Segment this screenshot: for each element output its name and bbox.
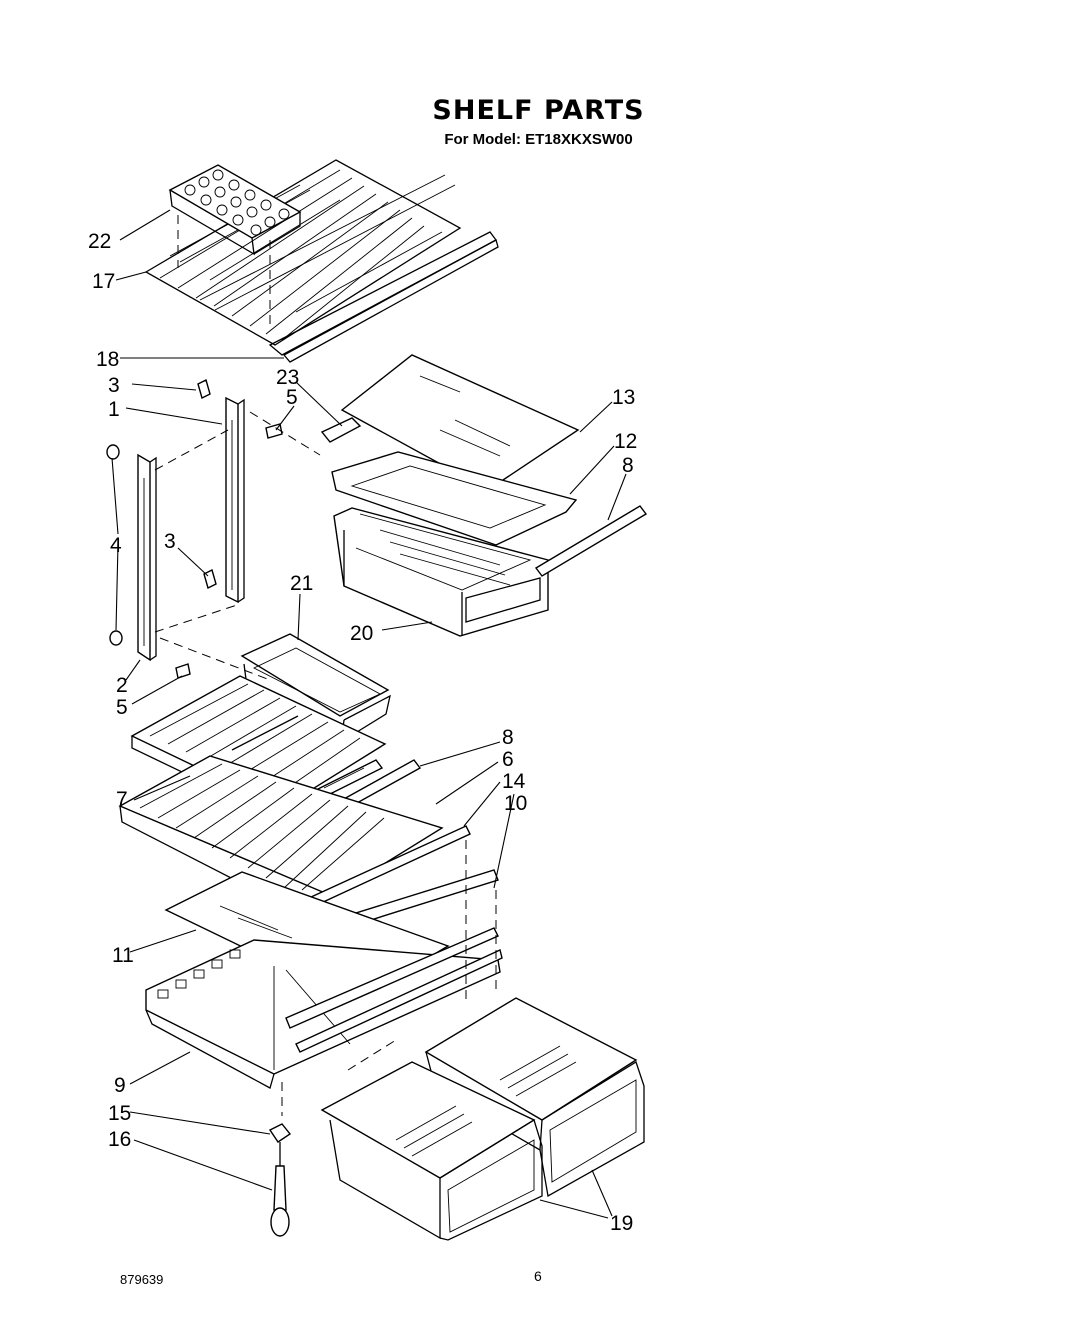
callout-5-mid: 5 (116, 696, 128, 719)
callout-12: 12 (614, 430, 637, 453)
callout-2: 2 (116, 674, 128, 697)
bracket-caps (106, 378, 283, 679)
page-number: 6 (534, 1268, 542, 1284)
callout-5-top: 5 (286, 386, 298, 409)
shelf-ladder-left (137, 453, 157, 662)
callout-10: 10 (504, 792, 527, 815)
callout-23: 23 (276, 366, 299, 389)
callout-8-mid: 8 (502, 726, 514, 749)
crisper-frame (145, 927, 503, 1089)
callout-9: 9 (114, 1074, 126, 1097)
callout-7: 7 (116, 788, 128, 811)
page-title: SHELF PARTS (432, 95, 645, 126)
callout-21: 21 (290, 572, 313, 595)
wire-shelf (144, 159, 499, 363)
callout-6: 6 (502, 748, 514, 771)
callout-4: 4 (110, 534, 122, 557)
callout-22: 22 (88, 230, 111, 253)
diagram-code: 879639 (120, 1272, 164, 1287)
callout-3-top: 3 (108, 374, 120, 397)
model-subtitle: For Model: ET18XKXSW00 (444, 131, 633, 148)
callout-20: 20 (350, 622, 373, 645)
cover-rail-right (534, 505, 648, 577)
shelf-ladder-right (225, 396, 245, 604)
meat-pan (333, 507, 549, 637)
crisper-cover-frame (331, 451, 578, 546)
callout-15: 15 (108, 1102, 131, 1125)
callout-17: 17 (92, 270, 115, 293)
callout-13: 13 (612, 386, 635, 409)
callout-labels: 22 17 18 3 1 23 5 13 12 8 4 3 21 20 2 5 … (88, 230, 637, 1235)
callout-1: 1 (108, 398, 120, 421)
callout-14: 14 (502, 770, 526, 793)
callout-8-top: 8 (622, 454, 634, 477)
callout-11: 11 (112, 944, 134, 967)
ice-tray (168, 164, 302, 256)
adjustment-screw (268, 1123, 292, 1237)
leader-lines (111, 209, 627, 1219)
callout-19: 19 (610, 1212, 633, 1235)
callout-16: 16 (108, 1128, 131, 1151)
crisper-drawer-left (320, 1061, 543, 1241)
cover-channel (320, 417, 362, 443)
callout-3-mid: 3 (164, 530, 176, 553)
callout-18: 18 (96, 348, 119, 371)
